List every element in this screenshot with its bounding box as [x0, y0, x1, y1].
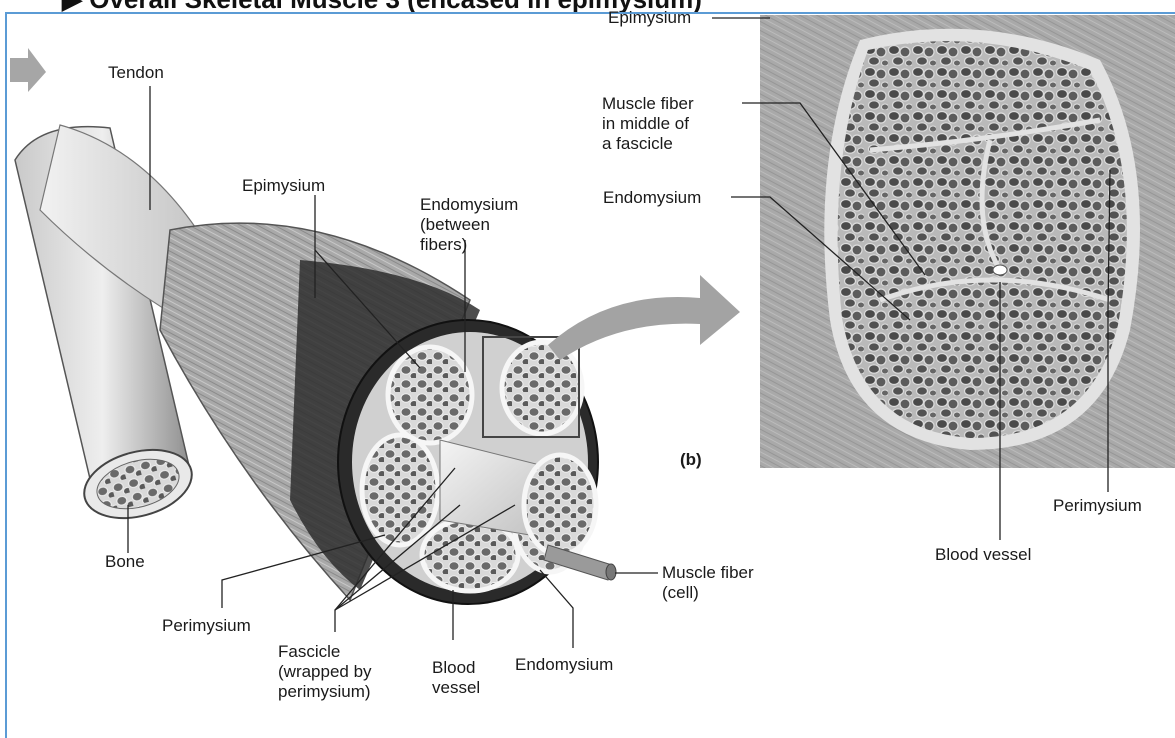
label-endomysium-between: Endomysium (between fibers)	[420, 195, 518, 255]
label-perimysium-left: Perimysium	[162, 616, 251, 636]
label-micro-blood-vessel: Blood vessel	[935, 545, 1031, 565]
label-epimysium-left: Epimysium	[242, 176, 325, 196]
label-micro-endomysium: Endomysium	[603, 188, 701, 208]
fascicle-3	[362, 435, 438, 545]
label-fascicle: Fascicle (wrapped by perimysium)	[278, 642, 372, 702]
muscle-cross-section	[338, 320, 616, 604]
label-micro-perimysium: Perimysium	[1053, 496, 1142, 516]
leader-endomysium-bottom	[540, 570, 573, 648]
micrograph-image	[760, 15, 1175, 468]
fascicle-2	[502, 342, 582, 434]
label-micro-muscle-fiber: Muscle fiber in middle of a fascicle	[602, 94, 694, 154]
pointer-arrow	[10, 48, 46, 92]
label-muscle-fiber-cell: Muscle fiber (cell)	[662, 563, 754, 603]
fascicle-1	[388, 347, 472, 443]
label-blood-vessel-left: Blood vessel	[432, 658, 480, 698]
label-tendon: Tendon	[108, 63, 164, 83]
label-bone: Bone	[105, 552, 145, 572]
magnify-arrow	[548, 275, 740, 360]
label-panel-b: (b)	[680, 450, 702, 470]
label-endomysium-bottom: Endomysium	[515, 655, 613, 675]
label-micro-epimysium: Epimysium	[608, 8, 691, 28]
